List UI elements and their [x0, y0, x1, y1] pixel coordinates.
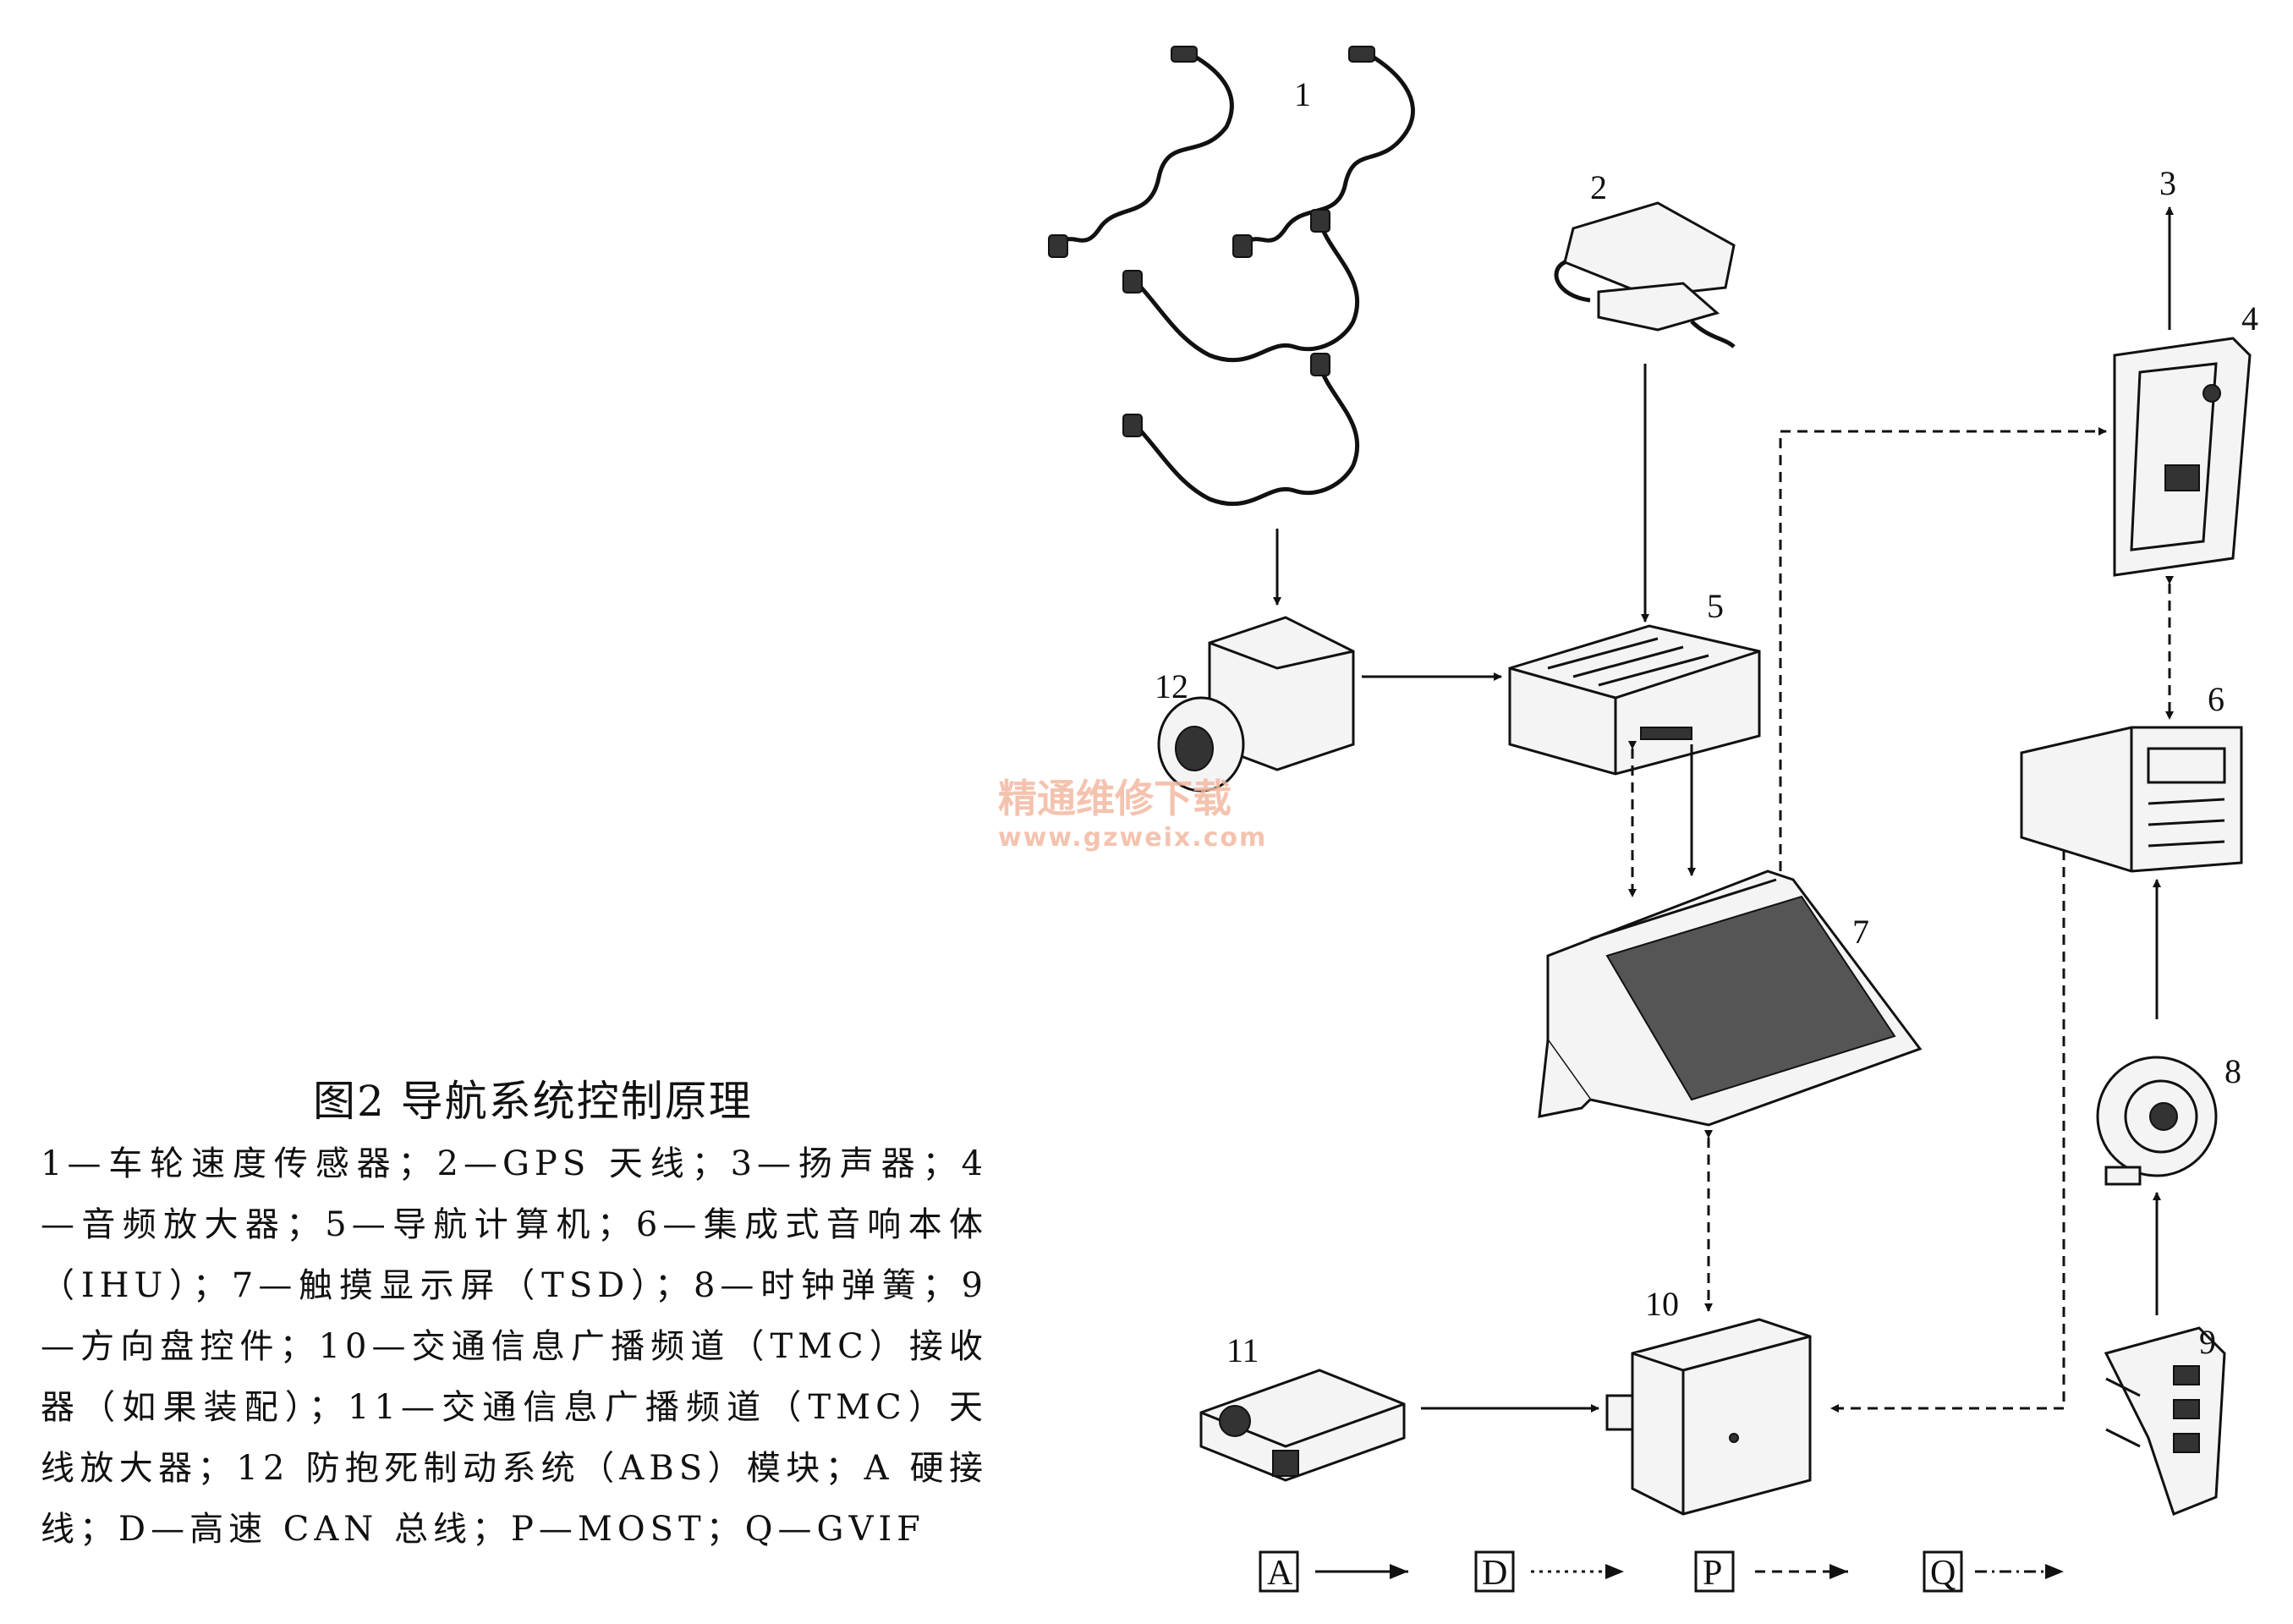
integrated-head-unit: [2020, 726, 2243, 873]
audio-amplifier: [2113, 337, 2252, 577]
line-type-legend: A D P Q: [1259, 1550, 2064, 1593]
gps-antenna: [1554, 201, 1736, 348]
label-7: 7: [1852, 913, 1869, 951]
legend-q: Q: [1930, 1554, 1956, 1593]
abs-module: [1157, 616, 1355, 793]
touch-screen-display: [1538, 870, 1923, 1127]
label-3: 3: [2159, 164, 2176, 202]
label-9: 9: [2199, 1323, 2216, 1361]
legend-a: A: [1267, 1554, 1293, 1593]
connections: [1273, 206, 2174, 1413]
tmc-receiver: [1605, 1318, 1812, 1516]
legend-p: P: [1703, 1554, 1722, 1593]
watermark-line2: www.gzweix.com: [998, 823, 1267, 853]
label-6: 6: [2208, 680, 2224, 718]
figure-caption: 1—车轮速度传感器；2—GPS 天线；3—扬声器；4—音频放大器；5—导航计算机…: [41, 1144, 988, 1549]
clock-spring: [2096, 1056, 2218, 1186]
steering-wheel-controls: [2104, 1326, 2226, 1516]
label-10: 10: [1645, 1285, 1679, 1323]
wheel-speed-sensors: [1048, 46, 1415, 507]
label-8: 8: [2224, 1052, 2241, 1090]
label-2: 2: [1590, 168, 1607, 206]
label-1: 1: [1294, 75, 1311, 113]
figure-title: 图2 导航系统控制原理: [313, 1077, 753, 1126]
legend-d: D: [1482, 1554, 1507, 1593]
legend-box-d: [1474, 1550, 1515, 1593]
label-5: 5: [1707, 587, 1724, 625]
watermark-line1: 精通维修下载: [998, 776, 1232, 821]
legend-box-a: [1259, 1550, 1299, 1593]
label-4: 4: [2241, 299, 2258, 337]
legend-box-p: [1694, 1550, 1735, 1593]
label-12: 12: [1155, 667, 1188, 705]
tmc-antenna-amplifier: [1199, 1369, 1406, 1482]
label-11: 11: [1226, 1331, 1259, 1369]
watermark: 精通维修下载 www.gzweix.com: [998, 776, 1267, 853]
navigation-computer: [1508, 624, 1761, 776]
legend-box-q: [1923, 1550, 1963, 1593]
component-labels: 1 2 3 4 5 6 7 8 9 10 11 12: [1155, 75, 2258, 1369]
